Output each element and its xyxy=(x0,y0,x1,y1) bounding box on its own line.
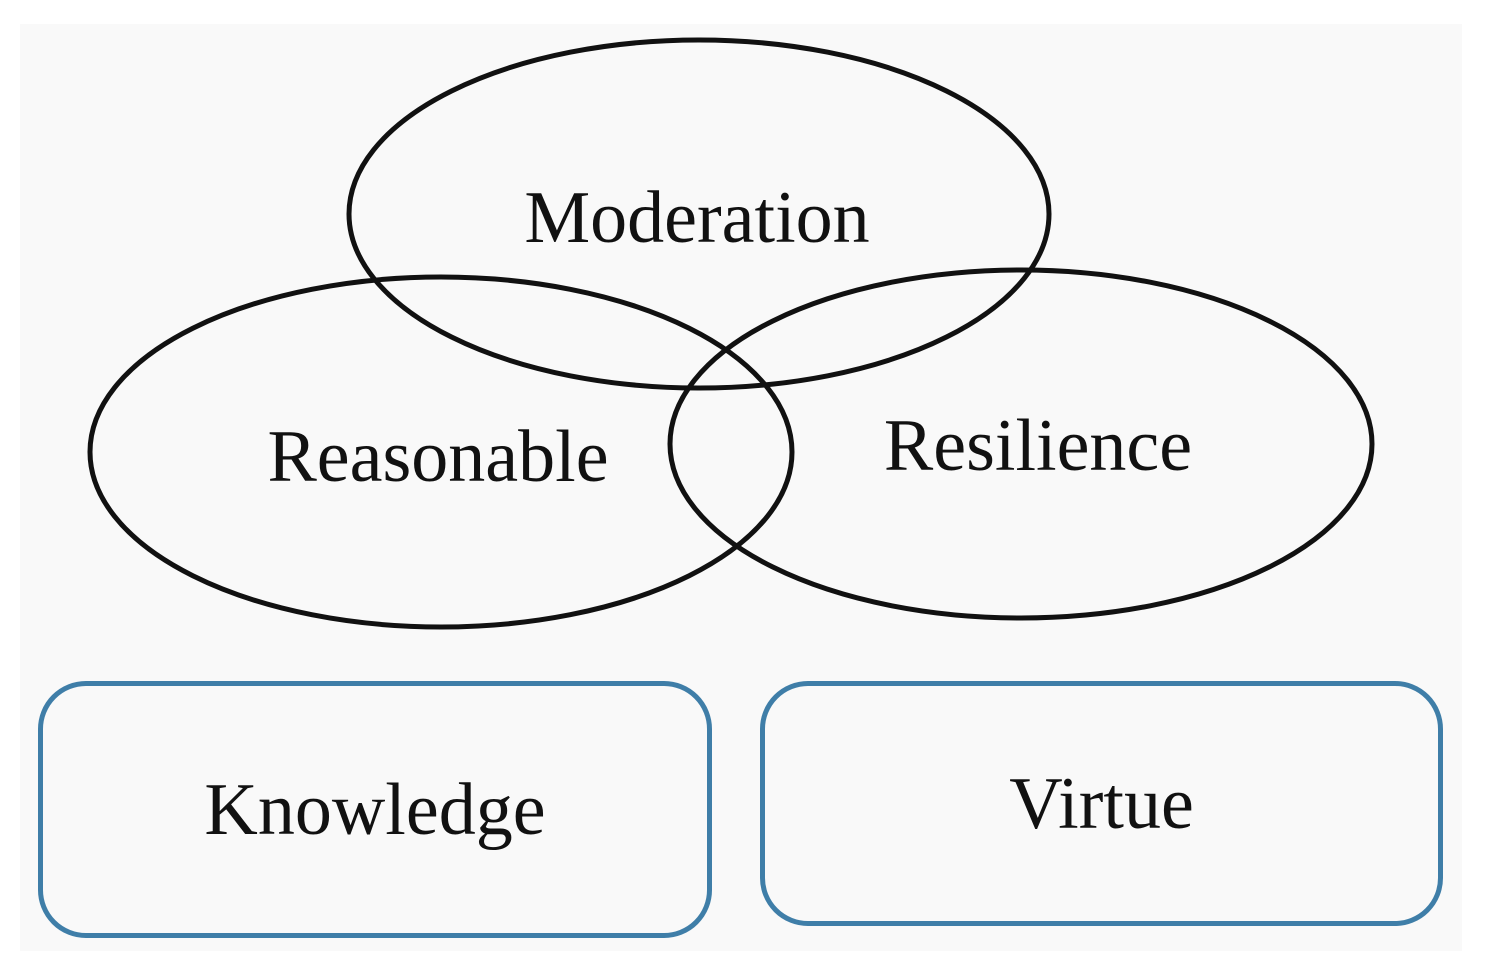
virtue-box: Virtue xyxy=(760,681,1443,926)
reasonable-ellipse xyxy=(87,274,795,630)
moderation-ellipse xyxy=(346,37,1052,391)
knowledge-label: Knowledge xyxy=(204,768,546,851)
moderation-label: Moderation xyxy=(524,177,869,259)
knowledge-box: Knowledge xyxy=(38,681,712,938)
virtue-label: Virtue xyxy=(1009,762,1194,845)
resilience-ellipse xyxy=(667,267,1375,621)
diagram-canvas xyxy=(20,24,1462,951)
reasonable-label: Reasonable xyxy=(267,416,608,498)
resilience-label: Resilience xyxy=(884,405,1192,487)
